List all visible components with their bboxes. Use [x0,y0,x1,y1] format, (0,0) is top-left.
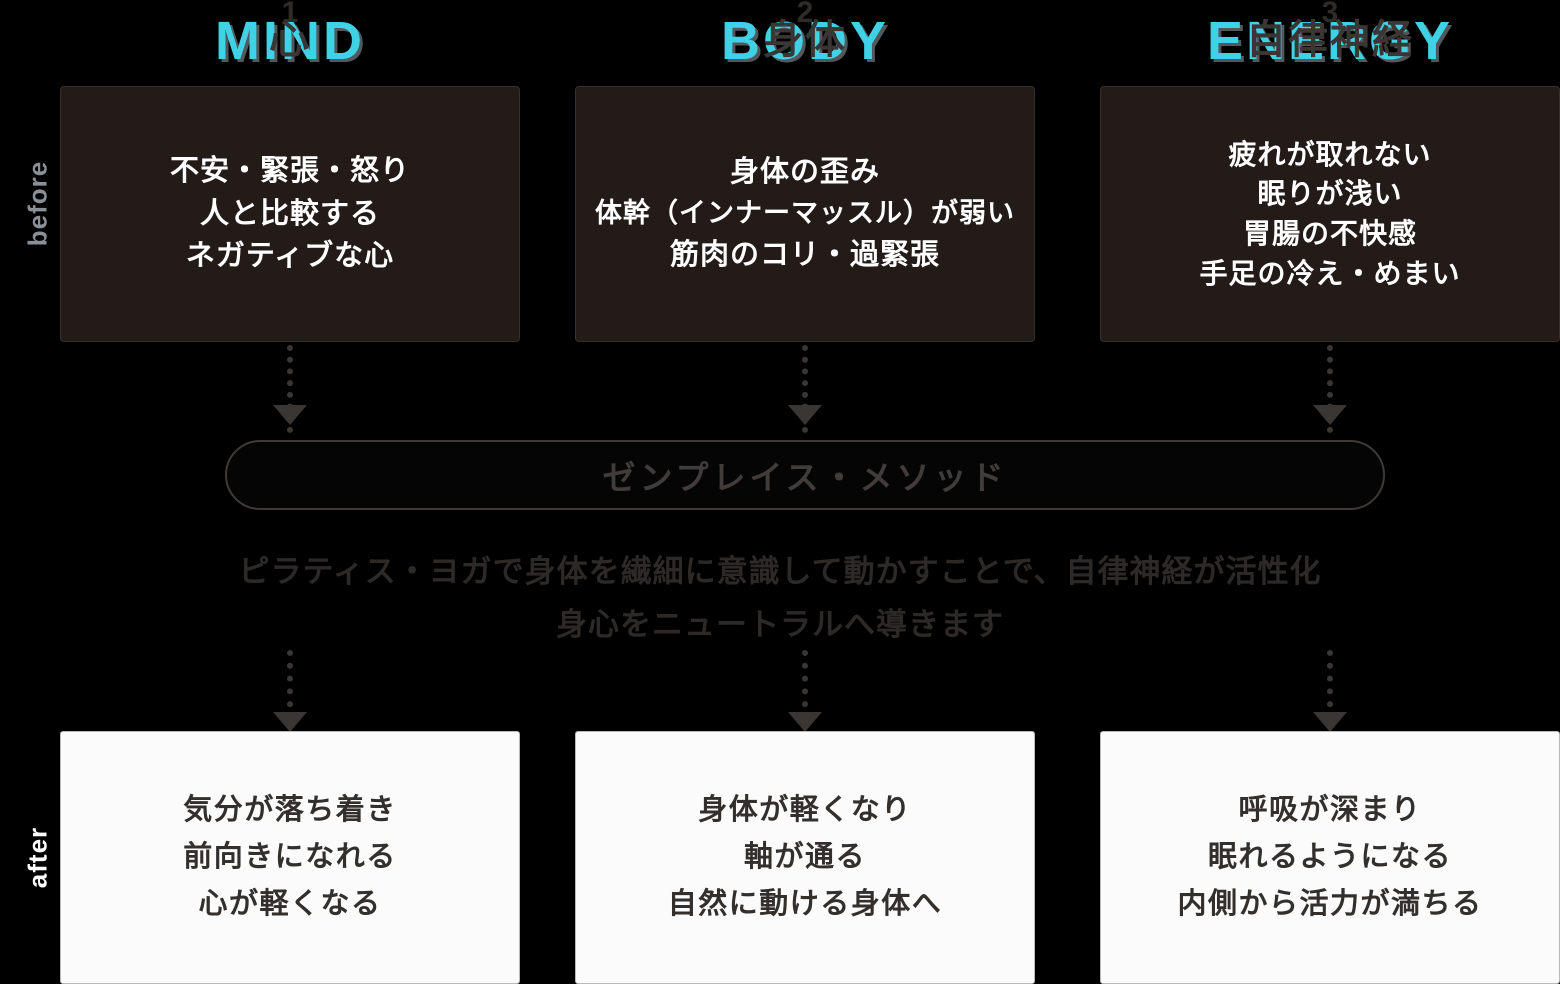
result-box-mind: 気分が落ち着き 前向きになれる 心が軽くなる [60,731,520,984]
result-line: 気分が落ち着き [183,794,397,827]
column-heading-body: 2 BODY 身体 [575,0,1035,86]
connector-line-bottom-energy [1327,650,1339,720]
column-number-2: 2 [796,0,814,29]
rail-label-before: before [22,160,53,247]
method-description-line: 身心をニュートラルへ導きます [556,607,1004,643]
problem-line: 疲れが取れない [1228,138,1432,170]
arrow-head-top-energy-icon [1313,405,1347,425]
column-title-en-mind: MIND [215,11,365,71]
column-title-en-body: BODY [720,11,889,71]
result-box-energy: 呼吸が深まり 眠れるようになる 内側から活力が満ちる [1100,731,1560,984]
method-pill: ゼンプレイス・メソッド [225,440,1385,510]
result-line: 前向きになれる [183,841,397,874]
connector-line-bottom-mind [287,650,299,720]
problem-line: 筋肉のコリ・過緊張 [669,238,940,271]
connector-line-bottom-body [802,650,814,720]
column-title-jp-energy: 自律神経 [1246,18,1414,62]
column-title-en-energy: ENERGY [1206,11,1454,71]
result-line: 呼吸が深まり [1238,794,1422,827]
connector-line-top-energy [1327,345,1339,433]
problem-line: 手足の冷え・めまい [1199,257,1461,289]
column-heading-energy: 3 ENERGY 自律神経 [1100,0,1560,86]
problem-line: 体幹（インナーマッスル）が弱い [595,198,1015,229]
problem-box-mind: 不安・緊張・怒り 人と比較する ネガティブな心 [60,86,520,342]
method-description-line: ピラティス・ヨガで身体を繊細に意識して動かすことで、自律神経が活性化 [238,554,1322,589]
problem-line: 身体の歪み [729,156,880,189]
problem-line: 胃腸の不快感 [1242,218,1417,249]
column-title-jp-mind: 心 [269,18,311,62]
arrow-head-bottom-energy-icon [1313,712,1347,732]
problem-box-energy: 疲れが取れない 眠りが浅い 胃腸の不快感 手足の冷え・めまい [1100,86,1560,342]
result-box-body: 身体が軽くなり 軸が通る 自然に動ける身体へ [575,731,1035,984]
column-title-jp-body: 身体 [763,18,847,62]
rail-label-after: after [22,826,53,889]
arrow-head-bottom-mind-icon [273,712,307,732]
problem-line: 人と比較する [199,197,380,230]
result-line: 軸が通る [743,841,866,874]
problem-line: ネガティブな心 [185,240,395,273]
result-line: 身体が軽くなり [698,794,912,827]
connector-line-top-body [802,345,814,433]
problem-line: 眠りが浅い [1257,178,1403,210]
problem-box-body: 身体の歪み 体幹（インナーマッスル）が弱い 筋肉のコリ・過緊張 [575,86,1035,342]
column-number-1: 1 [281,0,299,29]
arrow-head-bottom-body-icon [788,712,822,732]
column-number-3: 3 [1321,0,1339,29]
result-line: 内側から活力が満ちる [1177,887,1483,920]
result-line: 眠れるようになる [1207,841,1452,874]
arrow-head-top-mind-icon [273,405,307,425]
method-pill-label: ゼンプレイス・メソッド [602,459,1008,496]
column-heading-row: 1 MIND 心 2 BODY 身体 3 ENERGY 自律神経 [0,0,1560,86]
method-description: ピラティス・ヨガで身体を繊細に意識して動かすことで、自律神経が活性化 身心をニュ… [180,545,1380,652]
connector-line-top-mind [287,345,299,433]
problem-line: 不安・緊張・怒り [169,154,410,187]
result-line: 自然に動ける身体へ [667,887,943,920]
column-heading-mind: 1 MIND 心 [60,0,520,86]
result-line: 心が軽くなる [198,887,382,920]
arrow-head-top-body-icon [788,405,822,425]
